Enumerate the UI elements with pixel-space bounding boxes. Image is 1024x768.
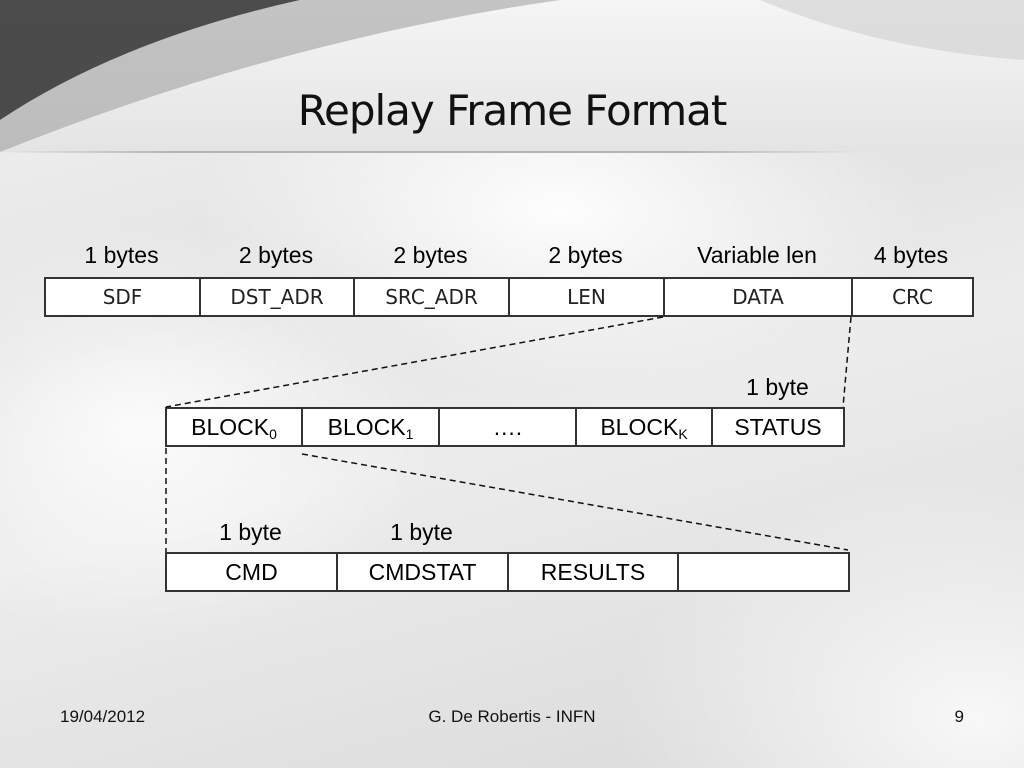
size-label-data: Variable len: [697, 242, 817, 268]
field-results: RESULTS: [507, 552, 679, 592]
cell-block-1: BLOCK1: [301, 407, 440, 447]
size-label-dst-adr: 2 bytes: [238, 242, 314, 268]
title-underline: [0, 151, 860, 153]
cell-text: BLOCK: [327, 413, 406, 440]
size-label-src-adr: 2 bytes: [393, 242, 468, 268]
field-cmdstat: CMDSTAT: [336, 552, 509, 592]
size-label-crc: 4 bytes: [873, 242, 949, 268]
cell-subscript: 0: [269, 425, 277, 442]
field-data: DATA: [663, 277, 853, 317]
size-label-cmd: 1 byte: [219, 519, 282, 545]
cell-text: ….: [492, 413, 523, 440]
size-label-status: 1 byte: [746, 374, 809, 400]
cell-subscript: K: [678, 425, 688, 442]
cell-block-0: BLOCK0: [165, 407, 303, 447]
field-len: LEN: [508, 277, 665, 317]
cell-ellipsis: ….: [438, 407, 577, 447]
table-row: BLOCK0 BLOCK1 …. BLOCKK STATUS: [165, 407, 845, 447]
slide-title: Replay Frame Format: [297, 86, 728, 135]
size-label-cmdstat: 1 byte: [390, 519, 453, 545]
cell-block-k: BLOCKK: [575, 407, 713, 447]
size-label-len: 2 bytes: [548, 242, 623, 268]
field-empty: [677, 552, 850, 592]
frame-format-table: SDF DST_ADR SRC_ADR LEN DATA CRC: [44, 277, 974, 317]
field-cmd: CMD: [165, 552, 338, 592]
footer-page-number: 9: [954, 707, 964, 726]
field-sdf: SDF: [44, 277, 201, 317]
cell-text: BLOCK: [600, 413, 679, 440]
cell-text: BLOCK: [191, 413, 270, 440]
table-row: SDF DST_ADR SRC_ADR LEN DATA CRC: [44, 277, 974, 317]
footer-date: 19/04/2012: [60, 707, 146, 726]
block-format-table: CMD CMDSTAT RESULTS: [165, 552, 850, 592]
table-row: CMD CMDSTAT RESULTS: [165, 552, 850, 592]
cell-status: STATUS: [711, 407, 845, 447]
data-field-table: BLOCK0 BLOCK1 …. BLOCKK STATUS: [165, 407, 845, 447]
cell-text: STATUS: [734, 413, 822, 440]
decorative-swoosh: [0, 0, 1024, 152]
size-label-sdf: 1 bytes: [84, 242, 159, 268]
footer-author: G. De Robertis - INFN: [428, 707, 596, 726]
field-crc: CRC: [851, 277, 974, 317]
cell-subscript: 1: [405, 425, 414, 442]
field-src-adr: SRC_ADR: [353, 277, 510, 317]
field-dst-adr: DST_ADR: [199, 277, 355, 317]
